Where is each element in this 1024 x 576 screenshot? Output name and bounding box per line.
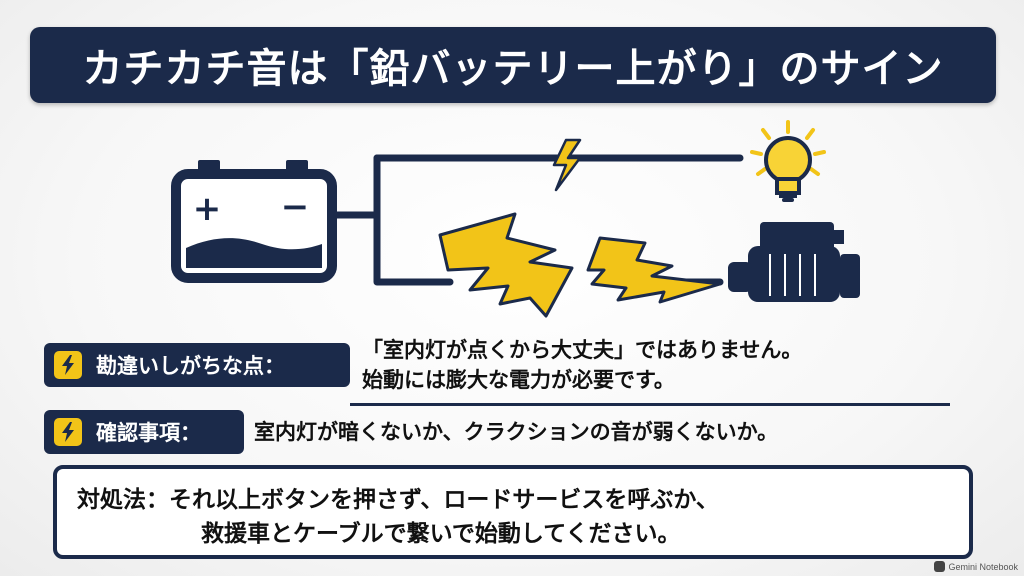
- starter-motor-icon: [728, 222, 860, 302]
- watermark-text: Gemini Notebook: [948, 561, 1018, 572]
- lightning-badge-icon: [54, 418, 82, 446]
- divider-line: [350, 403, 950, 406]
- notebook-logo-icon: [934, 561, 946, 572]
- check-text: 室内灯が暗くないか、クラクションの音が弱くないか。: [254, 420, 779, 444]
- check-row: 確認事項： 室内灯が暗くないか、クラクションの音が弱くないか。: [44, 410, 778, 454]
- broken-lightning-icon: [438, 212, 722, 318]
- misconception-line-2: 始動には膨大な電力が必要です。: [362, 368, 675, 392]
- title-banner: カチカチ音は「鉛バッテリー上がり」のサイン: [30, 27, 996, 103]
- light-bulb-icon: [750, 120, 826, 202]
- misconception-text: 「室内灯が点くから大丈夫」ではありません。 始動には膨大な電力が必要です。: [362, 335, 802, 395]
- misconception-row: 勘違いしがちな点： 「室内灯が点くから大丈夫」ではありません。 始動には膨大な電…: [44, 335, 802, 395]
- lightning-bolt-icon: [552, 138, 582, 192]
- battery-plus-sign: +: [193, 189, 222, 229]
- lightning-badge-icon: [54, 351, 82, 379]
- misconception-label: 勘違いしがちな点：: [96, 354, 285, 378]
- misconception-line-1: 「室内灯が点くから大丈夫」ではありません。: [362, 338, 803, 362]
- battery-icon: + −: [171, 160, 337, 283]
- misconception-label-box: 勘違いしがちな点：: [44, 343, 350, 387]
- solution-line-2: 救援車とケーブルで繋いで始動してください。: [201, 521, 681, 547]
- watermark: Gemini Notebook: [934, 561, 1018, 572]
- circuit-diagram: + −: [171, 120, 860, 318]
- page-title: カチカチ音は「鉛バッテリー上がり」のサイン: [82, 46, 944, 92]
- battery-minus-sign: −: [281, 187, 310, 227]
- check-label-box: 確認事項：: [44, 410, 244, 454]
- solution-box: 対処法：それ以上ボタンを押さず、ロードサービスを呼ぶか、 救援車とケーブルで繋い…: [53, 465, 973, 559]
- solution-line-1: 対処法：それ以上ボタンを押さず、ロードサービスを呼ぶか、: [77, 487, 719, 513]
- check-label: 確認事項：: [96, 421, 201, 445]
